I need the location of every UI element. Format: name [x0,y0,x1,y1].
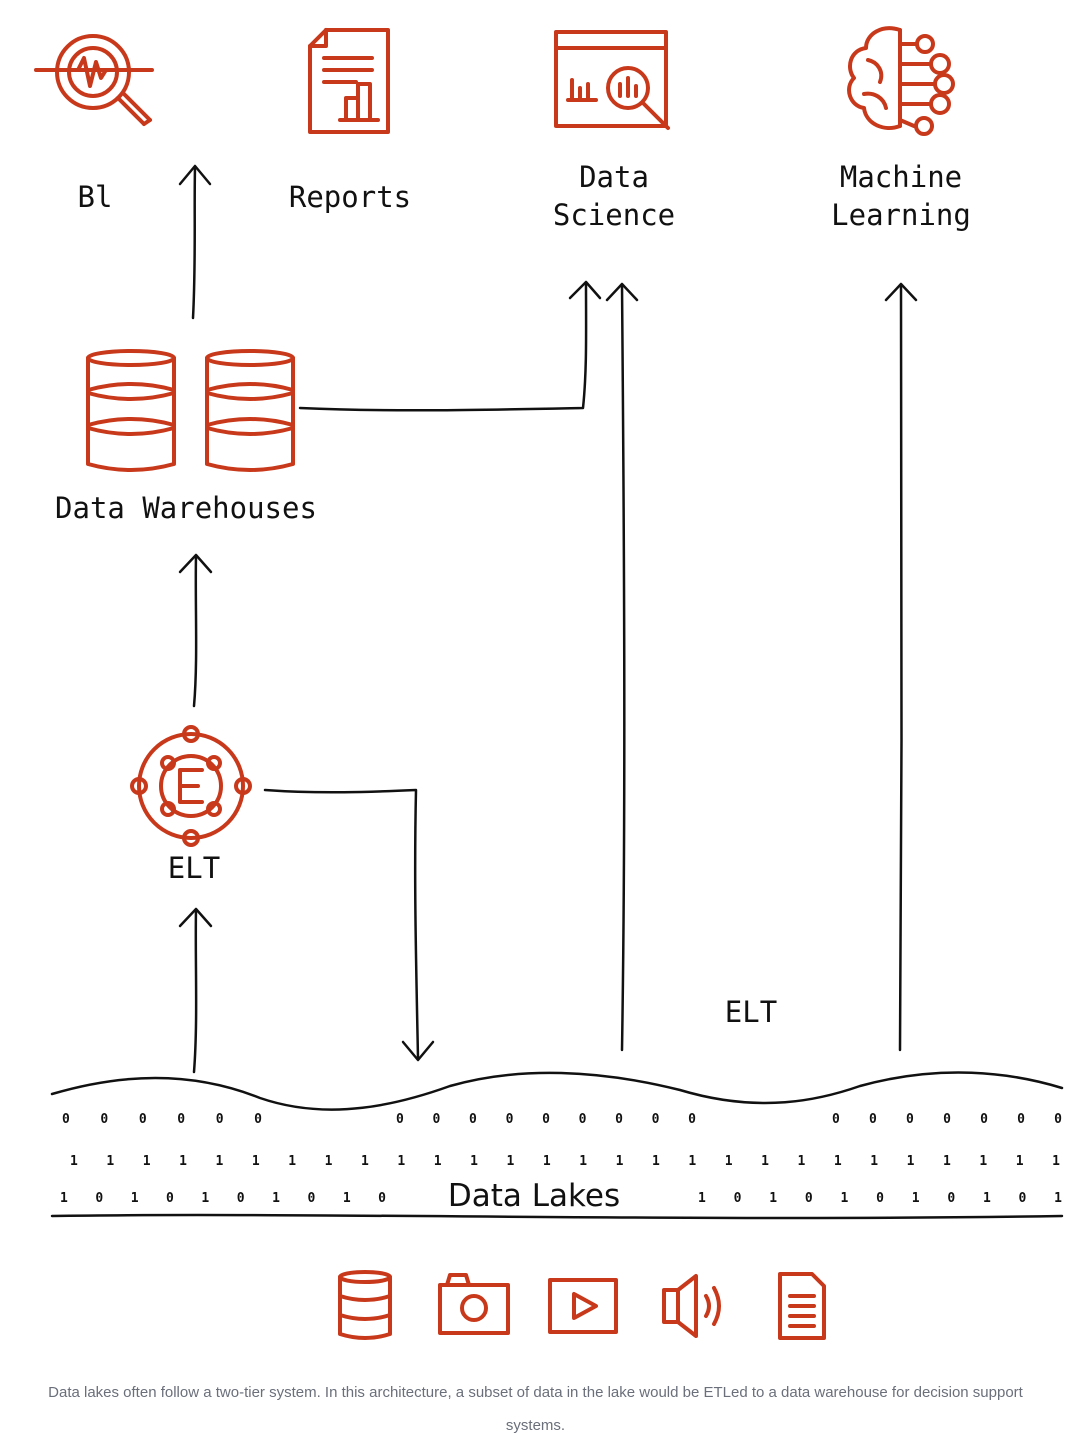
bi-label: Bl [78,180,113,214]
speaker-icon [662,1274,721,1338]
arrow-elt-to-warehouse [178,553,213,708]
data-lake: 0 0 0 0 0 0 0 0 0 0 0 0 0 0 0 0 0 0 0 0 … [50,1071,1064,1220]
arrow-warehouse-to-data-science [298,280,602,412]
arrow-warehouse-to-bi [178,164,212,320]
video-play-icon [548,1278,618,1334]
data-science-label-line2: Science [553,198,675,232]
data-science-label-line1: Data [579,160,649,194]
figure-caption: Data lakes often follow a two-tier syste… [48,1384,1023,1434]
lake-bits-row1-left: 0 0 0 0 0 0 [62,1112,262,1127]
magnifier-pulse-icon [34,34,154,126]
arrow-elt-to-lake [263,788,435,1062]
lake-bits-row3-right: 1 0 1 0 1 0 1 0 1 0 1 [698,1191,1062,1206]
document-icon [778,1272,826,1340]
lake-bits-row3-left: 1 0 1 0 1 0 1 0 1 0 [60,1191,386,1206]
camera-icon [438,1273,510,1335]
data-lakes-label: Data Lakes [448,1178,620,1214]
machine-learning-label-line2: Learning [831,198,971,232]
report-chart-icon [308,28,390,134]
database-icon [338,1270,392,1340]
arrow-lake-to-machine-learning [884,282,918,1052]
arrow-lake-to-elt [178,907,213,1074]
machine-learning-label-line1: Machine [840,160,962,194]
reports-label: Reports [289,180,411,214]
lake-bits-row2: 1 1 1 1 1 1 1 1 1 1 1 1 1 1 1 1 1 1 1 1 … [70,1154,1060,1169]
arrow-lake-to-data-science [605,282,639,1052]
elt-node-label: ELT [168,851,220,885]
elt-direct-label: ELT [725,995,777,1029]
brain-circuit-icon [847,26,955,136]
architecture-diagram: .acc { stroke: #c8391b; fill: none; stro… [34,26,1064,1340]
warehouses-label: Data Warehouses [55,491,317,525]
elt-hub-icon [130,725,252,847]
lake-bits-row1-right: 0 0 0 0 0 0 0 [832,1112,1062,1127]
database-stack-icon [86,349,295,472]
lake-bits-row1-middle: 0 0 0 0 0 0 0 0 0 [396,1112,696,1127]
dashboard-magnifier-icon [554,30,670,130]
